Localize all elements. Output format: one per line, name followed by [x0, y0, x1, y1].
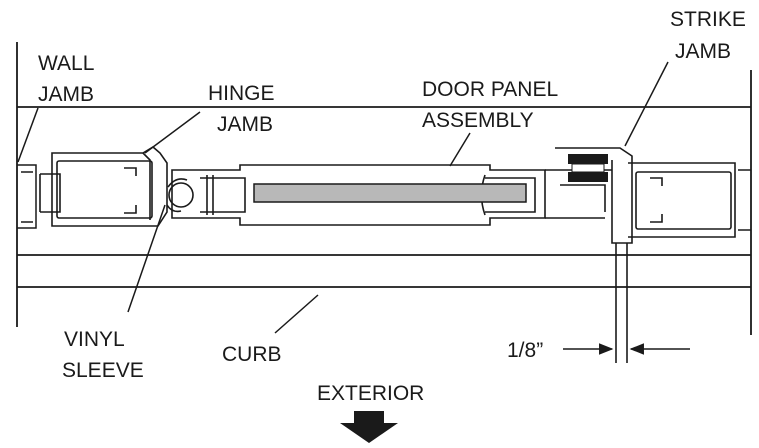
gap-label: 1/8” [507, 339, 543, 362]
vinyl-sleeve-label-line2: SLEEVE [62, 359, 144, 382]
exterior-label: EXTERIOR [317, 382, 424, 405]
wall-jamb-label-line1: WALL [38, 52, 94, 75]
hinge-jamb-label-line1: HINGE [208, 82, 275, 105]
leader-curb [274, 294, 319, 334]
wall-jamb-label-line2: JAMB [38, 83, 94, 106]
vinyl-sleeve-label-line1: VINYL [64, 328, 125, 351]
leader-wall-jamb [17, 107, 39, 163]
vinyl-sleeve [166, 178, 194, 213]
leader-vinyl-sleeve [127, 204, 166, 313]
exterior-arrow-icon [340, 411, 398, 443]
hinge-jamb-label-line2: JAMB [217, 113, 273, 136]
strike-jamb-label-line2: JAMB [675, 40, 731, 63]
leader-door-panel [449, 132, 471, 167]
strike-jamb-label-line1: STRIKE [670, 8, 746, 31]
door-panel-label-line1: DOOR PANEL [422, 78, 558, 101]
gap-dimension [563, 243, 690, 363]
weatherstrip-block [568, 154, 608, 182]
left-edge-profile [17, 164, 37, 229]
door-panel-label-line2: ASSEMBLY [422, 109, 534, 132]
leader-hinge-jamb [144, 111, 201, 154]
curb-label: CURB [222, 343, 282, 366]
leader-lines [17, 61, 669, 334]
hinge-jamb-profile [39, 146, 168, 227]
frame-lines [16, 42, 752, 335]
glass-pane [253, 183, 527, 203]
leader-strike-jamb [624, 61, 669, 147]
